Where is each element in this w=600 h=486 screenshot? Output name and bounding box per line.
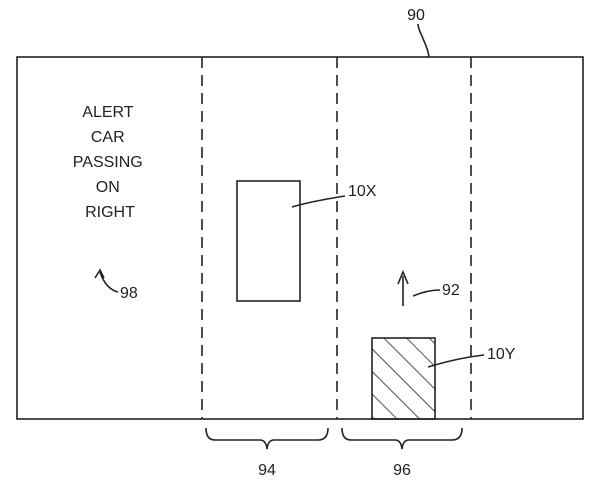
vehicle-hatched-leader [427, 354, 485, 368]
direction-arrow-icon [397, 269, 409, 285]
direction-arrow-label: 92 [442, 282, 460, 299]
right-lane-label: 96 [393, 462, 411, 479]
left-lane-brace [205, 427, 329, 450]
vehicle-outline [236, 180, 301, 302]
alert-line-2: CAR [91, 129, 125, 146]
vehicle-hatched [371, 337, 436, 420]
vehicle-outline-leader [291, 195, 346, 208]
alert-line-4: ON [96, 179, 120, 196]
display-frame-label: 90 [407, 7, 425, 24]
alert-indicator-arrowhead-icon [94, 268, 105, 279]
alert-line-1: ALERT [82, 104, 134, 121]
left-lane-label: 94 [258, 462, 276, 479]
vehicle-hatched-label: 10Y [487, 346, 516, 363]
vehicle-outline-label: 10X [348, 183, 377, 200]
alert-line-3: PASSING [73, 154, 143, 171]
direction-arrow-leader [412, 289, 441, 297]
display-frame [16, 56, 584, 420]
display-frame-leader [417, 23, 430, 58]
alert-indicator-label: 98 [120, 285, 138, 302]
alert-message: ALERT CAR PASSING ON RIGHT [73, 104, 147, 221]
alert-indicator-leader [99, 271, 119, 293]
right-lane-brace [341, 427, 463, 450]
alert-line-5: RIGHT [85, 204, 135, 221]
